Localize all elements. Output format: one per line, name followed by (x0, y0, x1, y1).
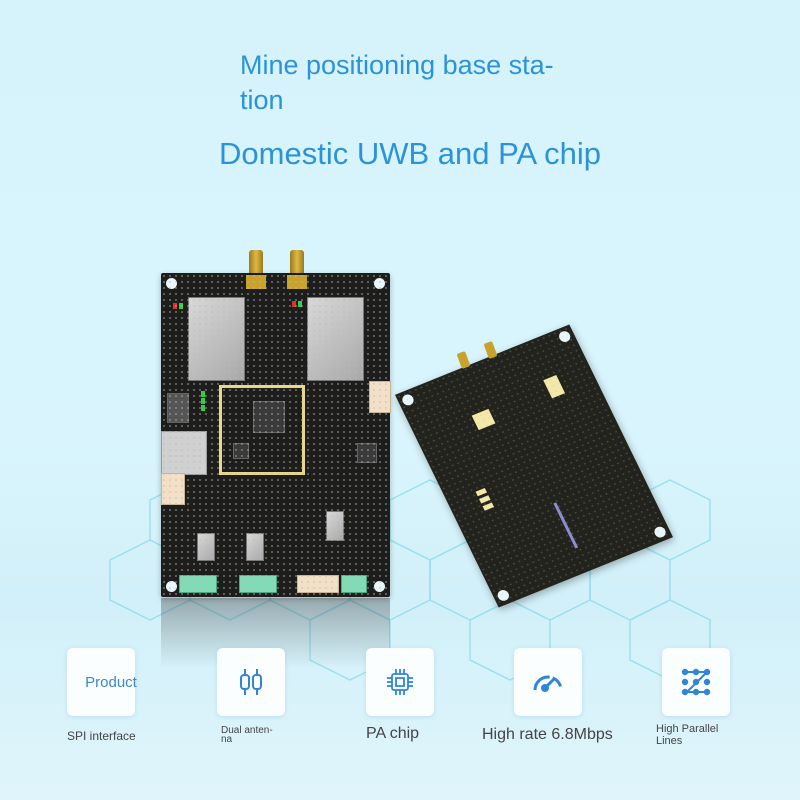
feature-label-spi: SPI interface (67, 729, 136, 743)
feature-card-high-rate (514, 648, 582, 716)
title-line-2: tion (240, 85, 284, 115)
page-subtitle: Domestic UWB and PA chip (219, 136, 601, 171)
feature-label-dual-antenna: Dual anten- na (221, 725, 273, 745)
antenna-connector-2 (290, 250, 304, 280)
feature-card-spi: Product (67, 648, 137, 716)
parallel-lines-icon (681, 668, 711, 696)
chip-icon (387, 669, 413, 695)
feature-card-pa-chip (366, 648, 434, 716)
dual-antenna-icon (240, 669, 262, 695)
antenna-connector-back-2 (483, 340, 498, 360)
speedometer-icon (533, 675, 563, 692)
feature-label-high-rate: High rate 6.8Mbps (482, 726, 613, 743)
feature-label-pa-chip: PA chip (366, 725, 420, 742)
card-product-text: Product (85, 673, 137, 691)
feature-label-parallel-lines: High Parallel Lines (656, 723, 719, 747)
antenna-connector-1 (249, 250, 263, 280)
title-line-1: Mine positioning base sta- (240, 50, 554, 80)
feature-card-dual-antenna (217, 648, 285, 716)
page-title: Mine positioning base sta- tion (240, 48, 600, 118)
feature-card-parallel-lines (662, 648, 730, 716)
antenna-connector-back-1 (456, 350, 471, 370)
